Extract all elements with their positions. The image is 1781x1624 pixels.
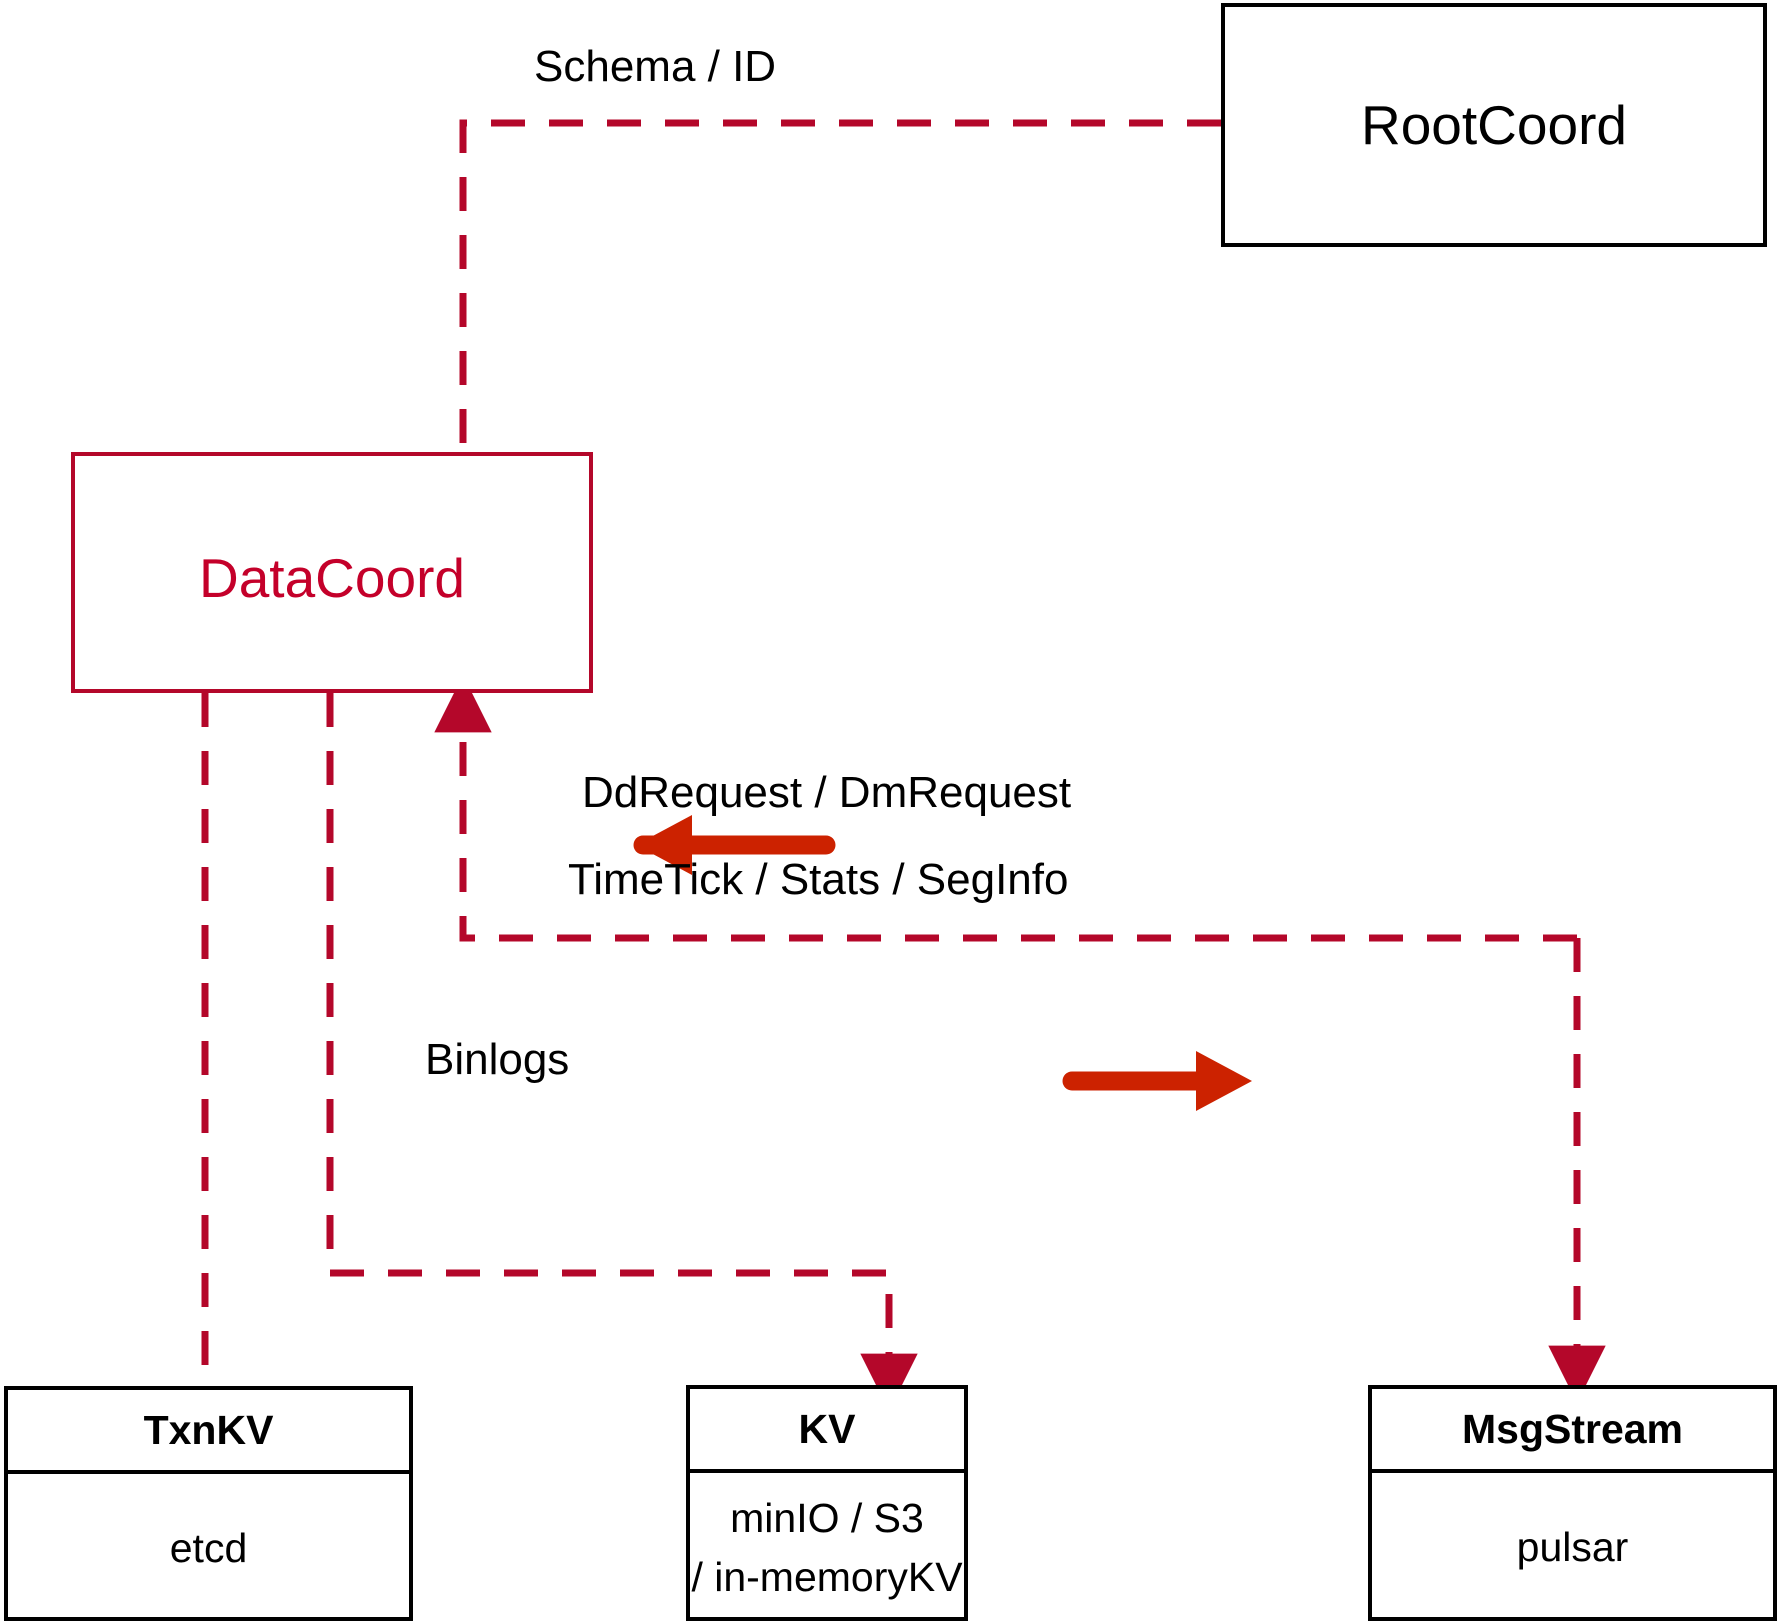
node-kv-title: KV	[690, 1389, 964, 1473]
node-txnkv-body-line1: etcd	[169, 1525, 248, 1572]
node-kv[interactable]: KV minIO / S3 / in-memoryKV	[686, 1385, 968, 1621]
node-datacoord[interactable]: DataCoord	[71, 452, 593, 693]
node-msgstream-title: MsgStream	[1372, 1389, 1773, 1473]
node-rootcoord-label: RootCoord	[1361, 94, 1627, 156]
node-datacoord-label: DataCoord	[199, 547, 465, 609]
edge-label-binlogs: Binlogs	[425, 1035, 570, 1084]
direction-arrow-right-icon	[1062, 1051, 1252, 1111]
edge-label-schema-id: Schema / ID	[534, 42, 777, 91]
direction-arrow-left-icon	[633, 815, 836, 875]
node-kv-body-line2: / in-memoryKV	[691, 1554, 963, 1600]
node-rootcoord[interactable]: RootCoord	[1221, 3, 1767, 247]
node-txnkv-body: etcd	[8, 1474, 409, 1624]
node-kv-body-line1: minIO / S3	[730, 1494, 924, 1541]
node-txnkv[interactable]: TxnKV etcd	[4, 1386, 413, 1621]
edge-label-dd-dm-request: DdRequest / DmRequest	[582, 768, 1072, 817]
edge-label-timetick-stats-seginfo: TimeTick / Stats / SegInfo	[568, 855, 1069, 904]
edge-binlogs	[326, 693, 918, 1411]
node-msgstream[interactable]: MsgStream pulsar	[1368, 1385, 1777, 1621]
node-kv-body: minIO / S3 / in-memoryKV	[690, 1473, 964, 1623]
node-msgstream-body-line1: pulsar	[1516, 1524, 1629, 1571]
edge-dd-dm-timetick	[434, 675, 1577, 942]
node-txnkv-title: TxnKV	[8, 1390, 409, 1474]
node-msgstream-body: pulsar	[1372, 1473, 1773, 1623]
